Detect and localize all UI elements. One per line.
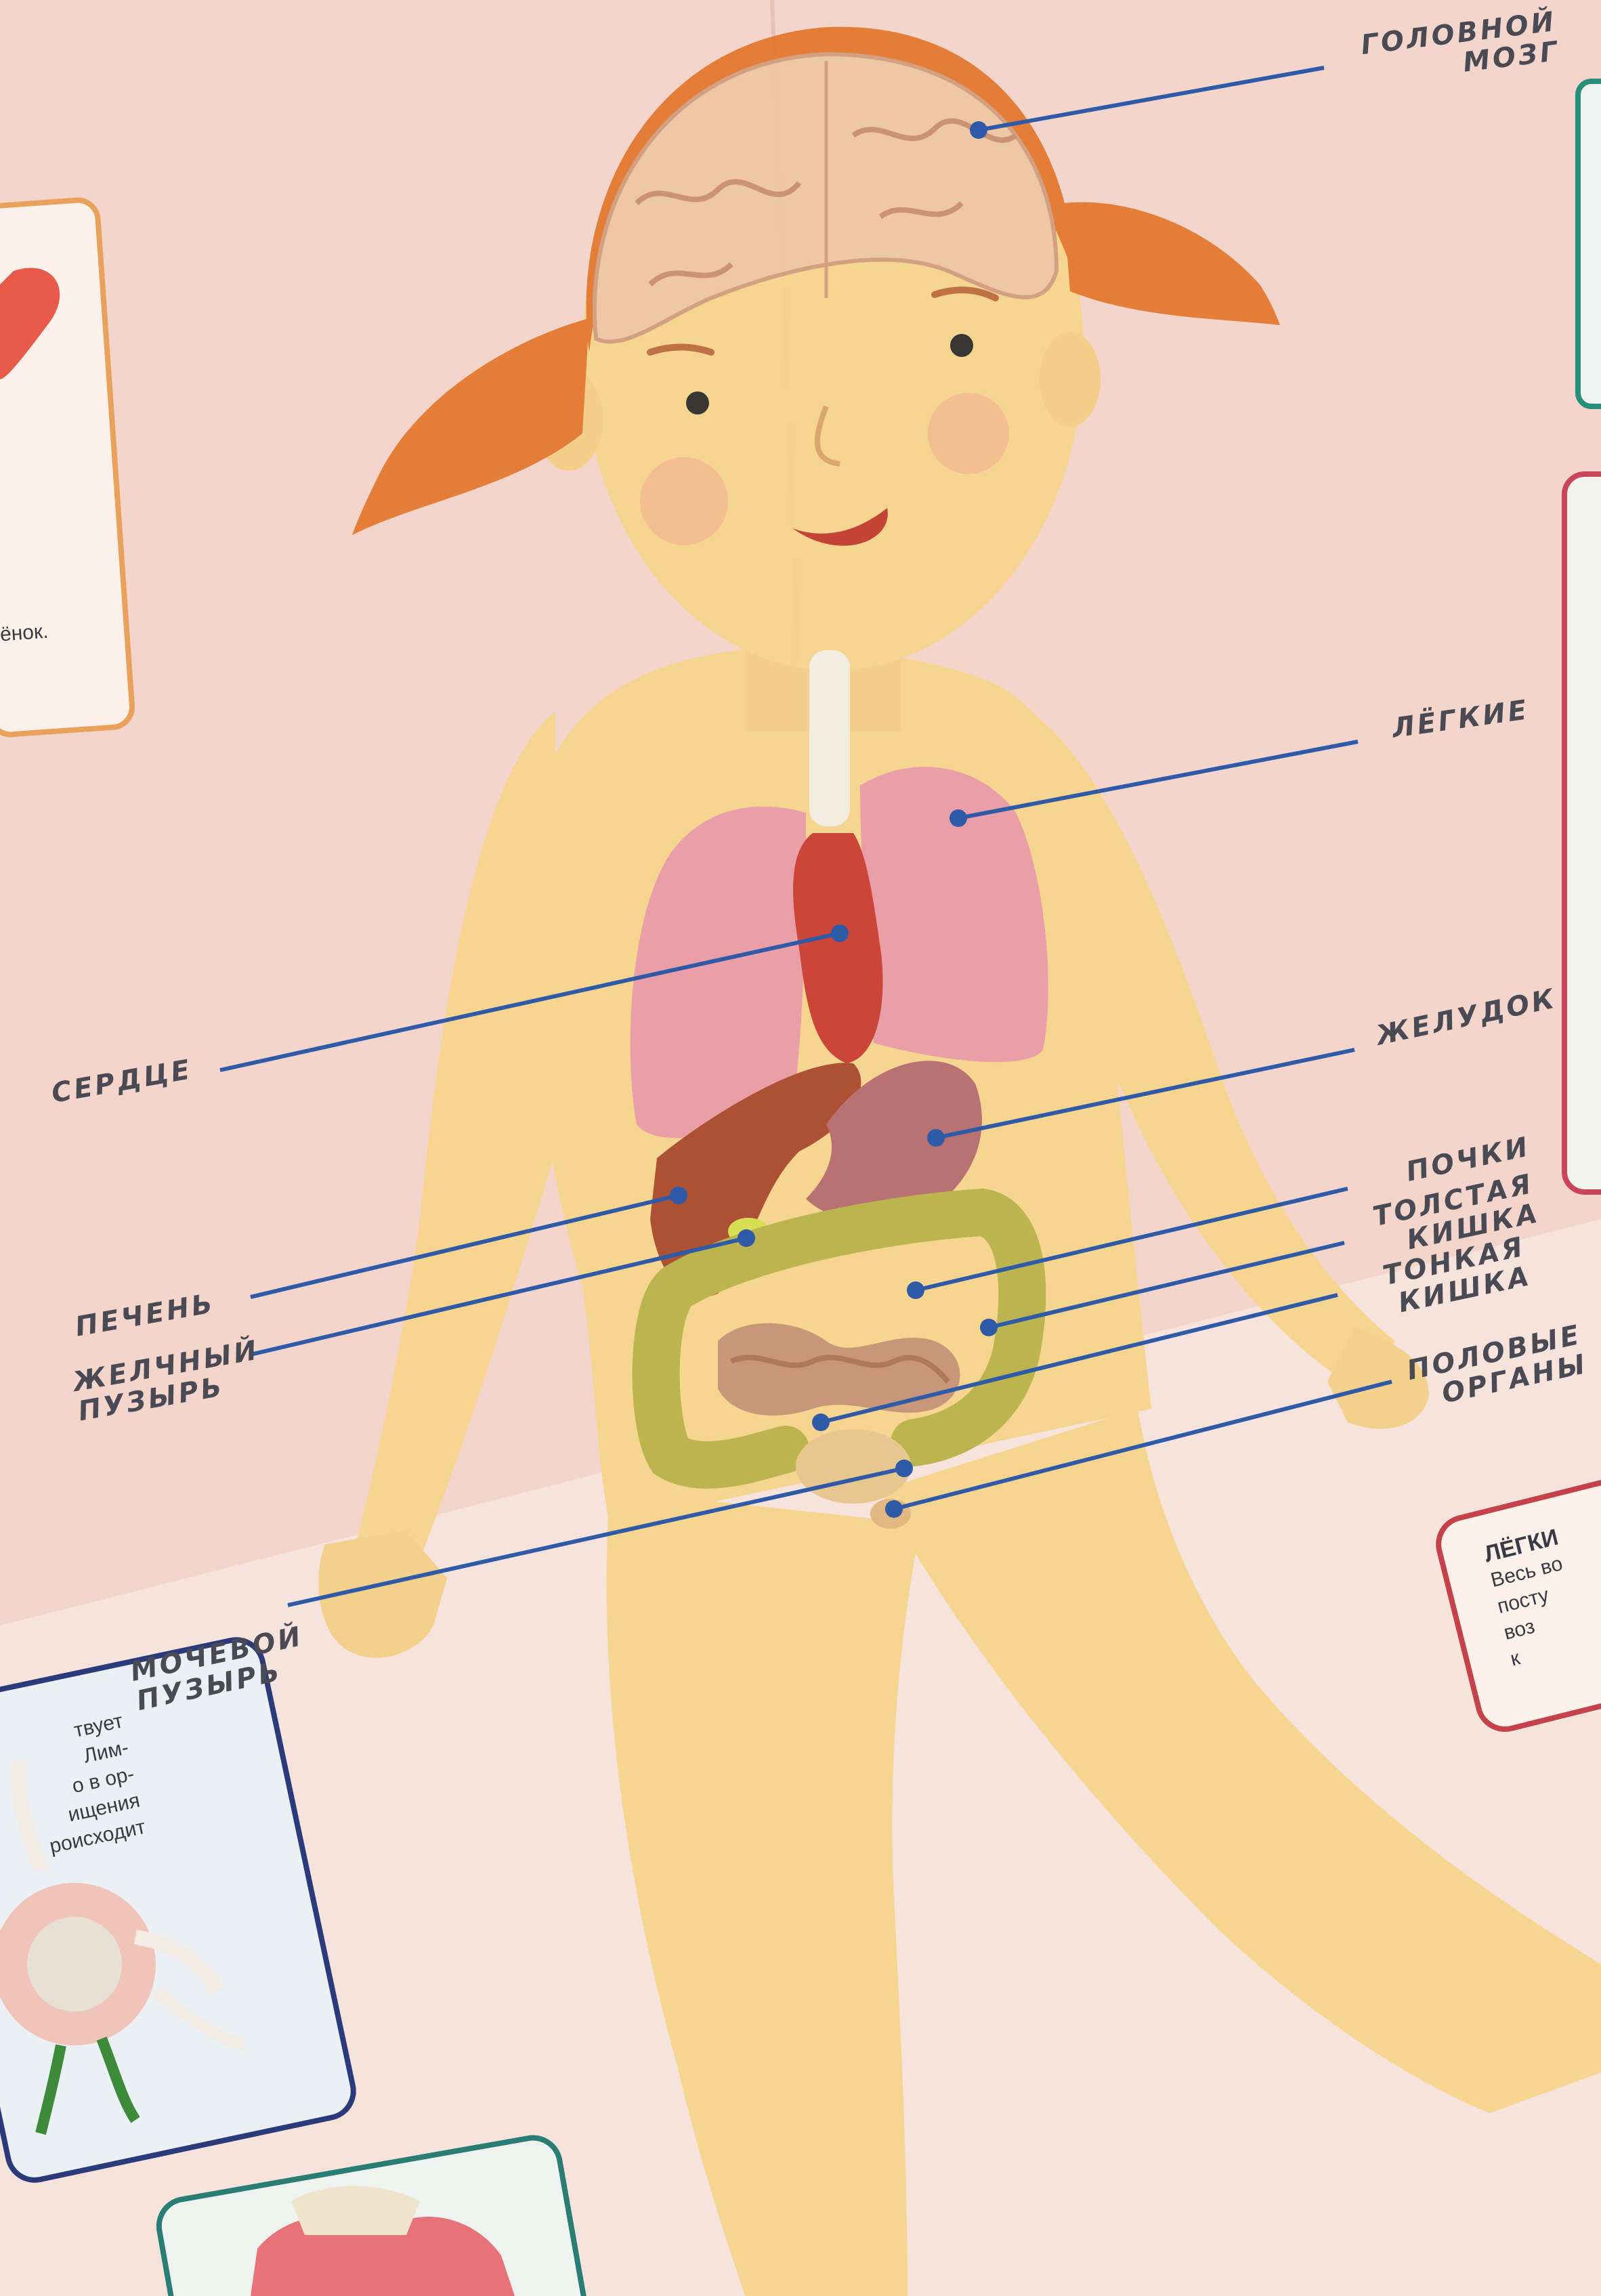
left-card-text-line: ёнок. [0,618,49,649]
right-ear [1040,332,1101,427]
left-card-text: ёнок. [0,618,49,649]
bladder [796,1429,911,1504]
right-eye [950,334,973,357]
trachea [809,650,850,826]
left-eye [686,391,709,414]
